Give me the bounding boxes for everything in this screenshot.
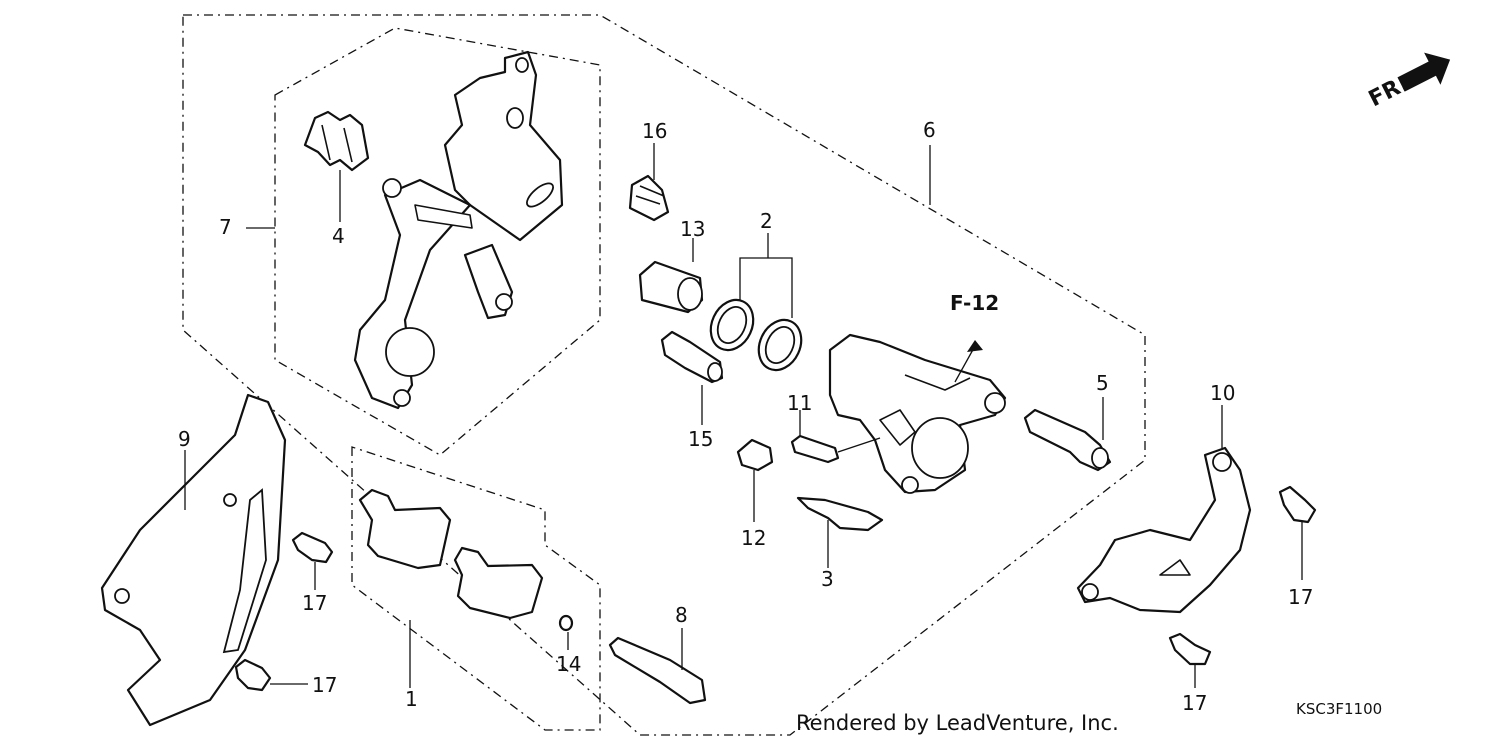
flange-bolt-1 — [291, 531, 334, 564]
callout-12: 12 — [741, 526, 766, 550]
bleeder-cap — [736, 438, 774, 472]
slide-pin — [660, 330, 724, 384]
callout-3: 3 — [821, 567, 834, 591]
pad-spring — [303, 110, 370, 172]
callout-8: 8 — [675, 603, 688, 627]
reference-label: F-12 — [950, 291, 999, 315]
callout-15: 15 — [688, 427, 713, 451]
piston — [638, 260, 704, 314]
flange-bolt-3 — [1278, 485, 1317, 524]
callout-13: 13 — [680, 217, 705, 241]
front-arrow-icon — [1397, 52, 1451, 92]
diagram-code: KSC3F1100 — [1296, 700, 1382, 718]
callout-9: 9 — [178, 427, 191, 451]
callout-5: 5 — [1096, 371, 1109, 395]
callout-14: 14 — [556, 652, 581, 676]
callout-4: 4 — [332, 224, 345, 248]
callout-17-left-lower: 17 — [312, 673, 337, 697]
hose-guide — [1076, 446, 1252, 614]
callout-6: 6 — [923, 118, 936, 142]
caliper-bracket — [353, 50, 564, 410]
bleeder-screw — [790, 434, 881, 464]
callout-17-right-lower: 17 — [1182, 691, 1207, 715]
flange-bolt-4 — [1168, 632, 1212, 666]
callout-17-left-upper: 17 — [302, 591, 327, 615]
flange-bolt-2 — [234, 658, 272, 692]
leader-lines — [184, 143, 1303, 688]
brake-pads — [358, 488, 544, 620]
pad-retainer — [796, 496, 884, 532]
pad-pin — [608, 636, 707, 705]
dust-boot — [628, 174, 670, 222]
render-credit: Rendered by LeadVenture, Inc. — [796, 711, 1119, 735]
callout-1: 1 — [405, 687, 418, 711]
callout-17-right-upper: 17 — [1288, 585, 1313, 609]
pin-clip — [558, 614, 574, 632]
caliper-body — [828, 333, 1007, 494]
caliper-guard — [100, 393, 287, 727]
callout-7: 7 — [219, 215, 232, 239]
piston-seals — [709, 298, 803, 372]
callout-16: 16 — [642, 119, 667, 143]
callout-11: 11 — [787, 391, 812, 415]
pad-set-outline — [351, 446, 601, 731]
caliper-pin-bolt — [1023, 408, 1112, 472]
callout-10: 10 — [1210, 381, 1235, 405]
callout-2: 2 — [760, 209, 773, 233]
